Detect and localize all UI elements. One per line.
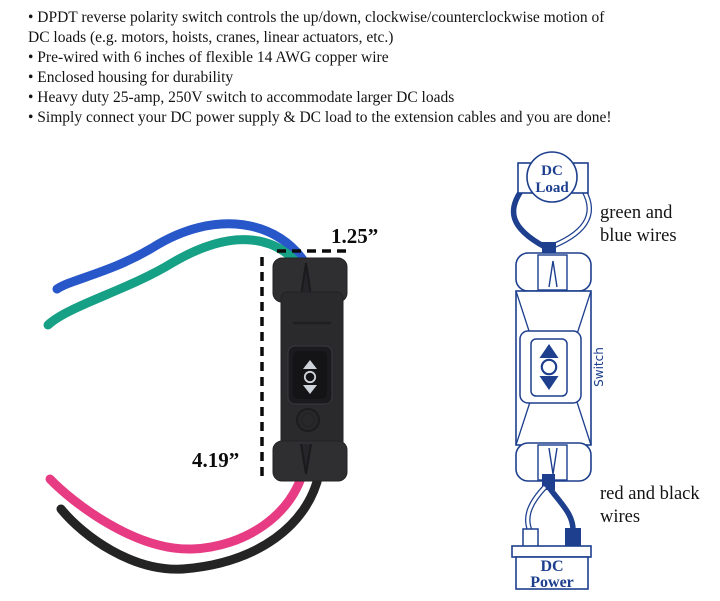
feature-line: • Pre-wired with 6 inches of flexible 14… (28, 49, 389, 66)
width-dimension-label: 1.25” (331, 224, 379, 248)
switch-side-label: Switch (592, 347, 606, 387)
top-notch (300, 262, 312, 297)
power-terminal-right (565, 528, 581, 547)
switch-photo-body (272, 257, 348, 482)
black-wire (56, 469, 324, 574)
bottom-wires-annotation-line1: red and black (600, 484, 700, 504)
top-wires-annotation-line2: blue wires (600, 226, 677, 246)
top-wires-annotation-line1: green and (600, 203, 673, 223)
green-wire (43, 235, 306, 330)
circle-icon (303, 370, 317, 384)
feature-line: • DPDT reverse polarity switch controls … (28, 9, 605, 26)
height-dimension-label: 4.19” (192, 448, 240, 472)
top-wires (43, 219, 312, 330)
dc-load-label-line1: DC (541, 163, 563, 179)
switch-outline: Switch (515, 242, 606, 490)
bottom-notch (300, 443, 312, 475)
pink-wire (45, 463, 309, 554)
dc-power-label-line2: Power (530, 574, 574, 591)
feature-line: • Heavy duty 25-amp, 250V switch to acco… (28, 89, 455, 106)
up-arrow-icon (303, 360, 317, 369)
bottom-wires (45, 463, 324, 574)
product-photo (43, 219, 350, 574)
diagram-black-wire (525, 485, 548, 535)
feature-list: • DPDT reverse polarity switch controls … (28, 8, 716, 128)
power-terminal-left (522, 528, 539, 548)
bottom-wires-annotation-line2: wires (600, 507, 641, 527)
dc-load-label-line2: Load (535, 180, 569, 196)
down-arrow-icon (303, 385, 317, 394)
top-wires-annotation: green and blue wires (600, 202, 677, 248)
blue-wire (52, 219, 312, 294)
down-arrow-icon (539, 376, 559, 390)
circle-icon (540, 358, 558, 376)
feature-line: • Simply connect your DC power supply & … (28, 109, 612, 126)
screw (296, 408, 320, 432)
rocker-icon (530, 338, 568, 397)
up-arrow-icon (539, 344, 559, 358)
dc-power-label-line1: DC (540, 558, 563, 575)
dc-power-node: DC Power (511, 528, 592, 591)
rocker-switch (287, 345, 333, 405)
bottom-wires-annotation: red and black wires (600, 483, 700, 529)
feature-line: DC loads (e.g. motors, hoists, cranes, l… (28, 29, 394, 46)
dc-load-node: DC Load (517, 151, 589, 203)
wiring-diagram: DC Load Switch (510, 151, 606, 591)
diagram-red-wire (545, 484, 576, 533)
feature-line: • Enclosed housing for durability (28, 69, 234, 86)
